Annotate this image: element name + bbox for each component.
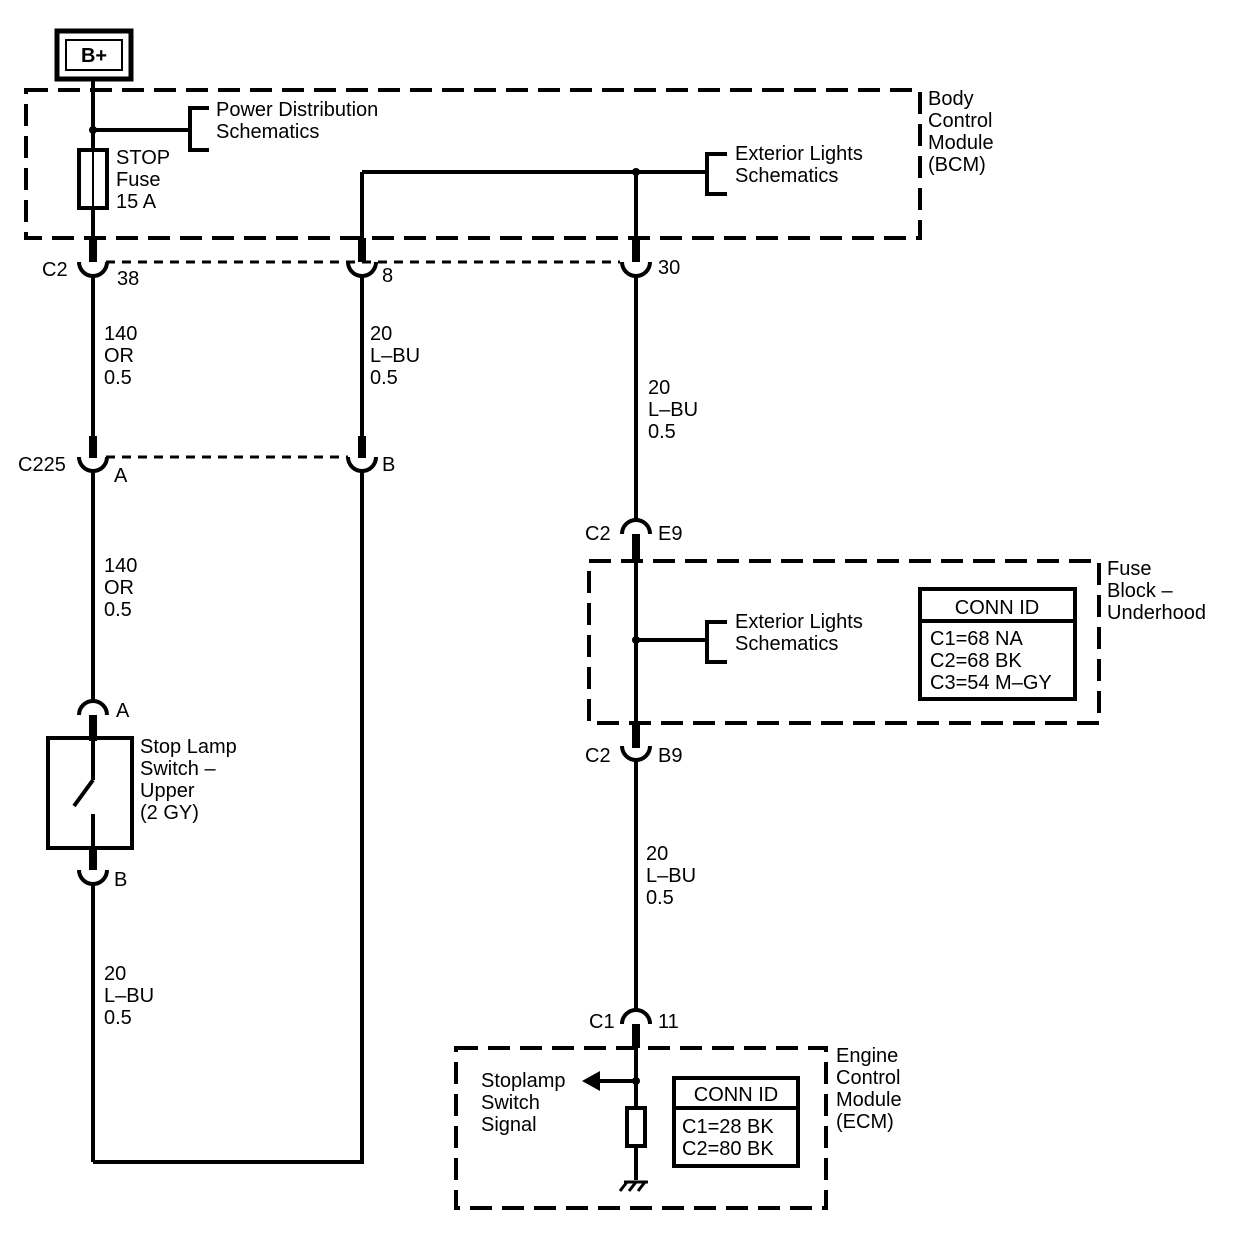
fb-ext-bracket [705, 620, 727, 664]
fb-bottom-conn-name: C2 [585, 745, 611, 767]
bcm-name: Body Control Module (BCM) [928, 88, 999, 176]
ecm-signal-label: Stoplamp Switch Signal [481, 1070, 571, 1136]
fb-conn-id-row: C2=68 BK [930, 650, 1022, 672]
fb-bottom-conn-pin: B9 [658, 745, 682, 767]
ecm-conn-name: C1 [589, 1011, 615, 1033]
bcm-c2-pin-30-label: 30 [658, 257, 680, 279]
switch-pin-a-label: A [116, 700, 130, 722]
fuse-block-boundary [587, 559, 1101, 725]
fb-conn-id-title: CONN ID [955, 597, 1039, 619]
bcm-c2-name: C2 [42, 259, 68, 281]
ecm-boundary [454, 1046, 828, 1210]
bcm-boundary [24, 88, 922, 240]
ecm-conn-id-table: CONN ID C1=28 BK C2=80 BK [672, 1076, 800, 1168]
switch-pin-b [77, 846, 109, 886]
bcm-c2-pin-38 [77, 238, 109, 278]
c225-pin-a-label: A [114, 465, 128, 487]
c225-name: C225 [18, 454, 66, 476]
bcm-c2-pin-38-label: 38 [117, 268, 139, 290]
ecm-conn-id-row: C1=28 BK [682, 1116, 774, 1138]
fb-top-conn-pin: E9 [658, 523, 682, 545]
ecm-conn-id-title: CONN ID [694, 1084, 778, 1106]
pds-bracket [188, 106, 209, 152]
power-box-inner [65, 39, 123, 71]
ecm-conn-pin: 11 [658, 1011, 679, 1033]
fuse-block-name: Fuse Block – Underhood [1107, 558, 1206, 624]
switch-pin-a [77, 699, 109, 741]
switch-label: Stop Lamp Switch – Upper (2 GY) [140, 736, 242, 824]
c225-pin-b [346, 436, 378, 473]
wire-return-loop [93, 471, 364, 1164]
ecm-conn-id-row: C2=80 BK [682, 1138, 774, 1160]
fb-top-conn-name: C2 [585, 523, 611, 545]
bcm-c2-pin-8 [346, 238, 378, 278]
c225-pin-b-label: B [382, 454, 395, 476]
ecm-name: Engine Control Module (ECM) [836, 1045, 907, 1133]
bcm-ext-bracket [705, 152, 727, 196]
wire-20-return-label: 20 L–BU 0.5 [104, 963, 160, 1029]
bcm-ext-lights-reference: Exterior Lights Schematics [735, 143, 868, 187]
signal-arrow-icon [582, 1071, 600, 1091]
fb-conn-id-row: C1=68 NA [930, 628, 1023, 650]
fb-ext-lights-reference: Exterior Lights Schematics [735, 611, 868, 655]
fb-c2-pin-e9 [620, 518, 652, 560]
stop-lamp-switch [46, 736, 134, 850]
wire-20-fb-to-ecm-label: 20 L–BU 0.5 [646, 843, 702, 909]
ground-icon [618, 1180, 648, 1192]
pull-down-resistor [625, 1106, 647, 1148]
wire-20-mid-label: 20 L–BU 0.5 [370, 323, 426, 389]
wire-140-lower-label: 140 OR 0.5 [104, 555, 143, 621]
fuse-label: STOP Fuse 15 A [116, 147, 175, 213]
fb-conn-id-row: C3=54 M–GY [930, 672, 1052, 694]
wire-20-bcm-to-fb-label: 20 L–BU 0.5 [648, 377, 704, 443]
c225-pin-a [77, 436, 109, 473]
fb-c2-pin-b9 [620, 722, 652, 762]
fb-conn-id-table: CONN ID C1=68 NA C2=68 BK C3=54 M–GY [918, 587, 1077, 701]
bcm-c2-pin-30 [620, 238, 652, 278]
wire-140-upper-label: 140 OR 0.5 [104, 323, 143, 389]
bcm-c2-pin-8-label: 8 [382, 265, 393, 287]
power-source: B+ [54, 28, 134, 82]
ecm-c1-pin-11 [620, 1008, 652, 1048]
pds-reference: Power Distribution Schematics [216, 99, 384, 143]
switch-pin-b-label: B [114, 869, 127, 891]
switch-blade [72, 778, 95, 808]
power-label: B+ [81, 45, 107, 67]
